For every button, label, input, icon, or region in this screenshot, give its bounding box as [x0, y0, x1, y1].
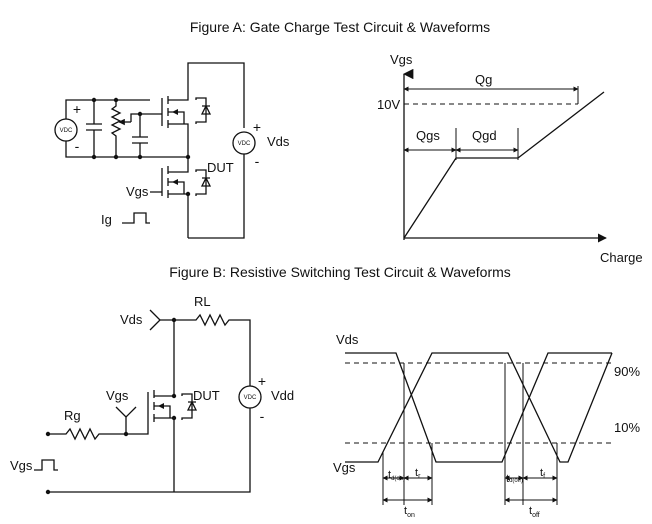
vgs-label-a: Vgs [126, 184, 149, 199]
figure-b-title: Figure B: Resistive Switching Test Circu… [169, 264, 511, 280]
level-10v-label: 10V [377, 97, 400, 112]
vdc-right-plus: + [253, 119, 261, 135]
vds-label-b: Vds [120, 312, 143, 327]
vds-label-a: Vds [267, 134, 290, 149]
capacitor-2 [132, 114, 148, 157]
figure-a-title: Figure A: Gate Charge Test Circuit & Wav… [190, 19, 490, 35]
vdc-b-minus: - [260, 408, 265, 424]
qgd-label: Qgd [472, 128, 497, 143]
pct-10-label: 10% [614, 420, 640, 435]
vdc-source-b: VDC + - [238, 373, 266, 424]
qgs-label: Qgs [416, 128, 440, 143]
ig-label: Ig [101, 212, 112, 227]
vdc-left-minus: - [75, 138, 80, 154]
rg-label: Rg [64, 408, 81, 423]
vdc-b-plus: + [258, 373, 266, 389]
mosfet-top [150, 62, 245, 157]
vds-trace [345, 352, 612, 463]
vgs-trace [345, 352, 613, 463]
dut-label-a: DUT [207, 160, 234, 175]
dut-label-b: DUT [193, 388, 220, 403]
pct-90-label: 90% [614, 364, 640, 379]
vdc-source-left: VDC + - [54, 101, 81, 154]
capacitor-1 [86, 100, 102, 157]
td-on-label: td(on) [388, 469, 405, 482]
qg-label: Qg [475, 72, 492, 87]
vds-probe-symbol [149, 309, 161, 331]
vds-wave-label: Vds [336, 332, 359, 347]
ig-pulse-symbol [122, 212, 150, 224]
vgs-wave-label: Vgs [333, 460, 356, 475]
vgs-probe-symbol [115, 406, 137, 418]
vdc-source-b-label: VDC [244, 395, 257, 401]
vgs-pulse-symbol [34, 459, 58, 471]
switching-waveform: Vds Vgs 90% 10% td(on) tr ton td(off) tf… [333, 332, 640, 519]
potentiometer [110, 100, 150, 157]
vdc-left-plus: + [73, 101, 81, 117]
toff-label: toff [529, 505, 540, 519]
gate-charge-waveform: Vgs Charge 10V Qg Qgs Qgd [377, 52, 643, 265]
vdc-right-minus: - [255, 153, 260, 169]
vdc-source-left-label: VDC [60, 128, 73, 134]
vgs-label-b: Vgs [106, 388, 129, 403]
vdc-source-right: VDC + - [188, 119, 261, 239]
gate-charge-circuit: VDC + - [54, 62, 290, 239]
td-off-label: td(off) [506, 473, 523, 485]
tr-label: tr [415, 467, 421, 480]
switching-circuit: Vds RL DUT Vgs Rg Vgs [10, 294, 294, 495]
vdd-label: Vdd [271, 388, 294, 403]
y-axis-label-a: Vgs [390, 52, 413, 67]
mosfet-dut [150, 157, 212, 238]
mosfet-dut-b [147, 390, 198, 492]
x-axis-label-a: Charge [600, 250, 643, 265]
ton-label: ton [404, 505, 415, 519]
tf-label: tf [540, 467, 545, 480]
rl-label: RL [194, 294, 211, 309]
vdc-source-right-label: VDC [238, 141, 251, 147]
vgs-pulse-label: Vgs [10, 458, 33, 473]
gate-charge-curve [403, 91, 605, 239]
